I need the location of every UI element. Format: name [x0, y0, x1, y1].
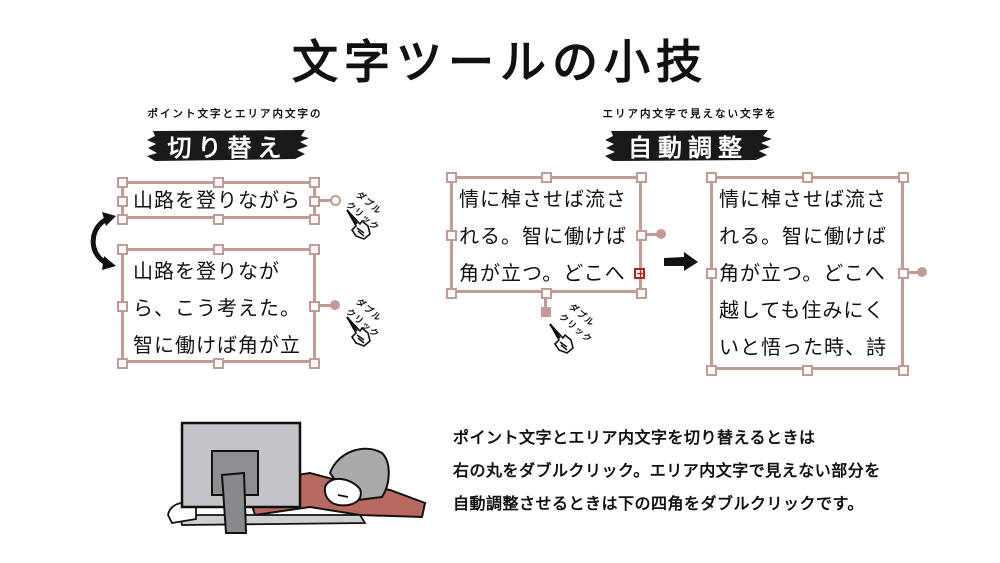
resize-handle[interactable] — [117, 358, 128, 369]
resize-handle[interactable] — [117, 196, 128, 207]
resize-handle[interactable] — [117, 177, 128, 188]
overflow-plus-icon[interactable]: + — [634, 267, 646, 280]
pointing-hand-icon — [346, 316, 371, 347]
resize-handle[interactable] — [309, 358, 320, 369]
pointing-hand-icon — [346, 209, 371, 240]
left-heading: 切り替え — [167, 133, 288, 162]
pointing-hand-icon — [549, 323, 574, 354]
area-text-line: 情に棹させば流さ — [459, 187, 627, 211]
resize-handle[interactable] — [117, 301, 128, 312]
double-click-hint: ダブル クリック — [344, 188, 402, 248]
left-heading-banner: 切り替え — [145, 128, 310, 162]
left-caption: ポイント文字とエリア内文字の — [147, 108, 323, 120]
connector-line — [909, 271, 921, 274]
resize-handle[interactable] — [446, 172, 457, 183]
right-caption: エリア内文字で見えない文字を — [602, 108, 778, 120]
resize-handle[interactable] — [309, 177, 320, 188]
type-toggle-circle-filled[interactable] — [656, 229, 666, 239]
area-text-line: れる。智に働けば — [719, 224, 887, 248]
double-click-hint: ダブル クリック — [549, 300, 615, 360]
resize-handle[interactable] — [309, 244, 320, 255]
point-text-line: 山路を登りながら — [133, 188, 301, 212]
resize-handle[interactable] — [898, 268, 909, 279]
area-text-line: 智に働けば角が立 — [133, 333, 301, 357]
brush-stroke-icon — [605, 130, 772, 161]
right-arrow-icon — [664, 252, 698, 271]
brush-stroke-icon — [147, 130, 309, 161]
area-text-line: 情に棹させば流さ — [719, 187, 887, 211]
resize-handle[interactable] — [213, 358, 224, 369]
resize-handle[interactable] — [213, 177, 224, 188]
connector-line — [320, 304, 332, 307]
area-text-line: ら、こう考えた。 — [133, 296, 301, 320]
resize-handle[interactable] — [117, 244, 128, 255]
double-click-hint: ダブル クリック — [344, 295, 402, 355]
swap-arrow-icon — [90, 212, 116, 270]
resize-handle[interactable] — [706, 365, 717, 376]
connector-line — [647, 233, 659, 236]
connector-line-vertical — [544, 297, 547, 309]
right-heading-banner: 自動調整 — [603, 128, 773, 162]
area-text-line: 角が立つ。どこへ — [459, 261, 626, 285]
resize-handle[interactable] — [706, 268, 717, 279]
resize-handle[interactable] — [446, 230, 457, 241]
right-heading: 自動調整 — [628, 133, 748, 162]
area-text-frame-overflowing[interactable]: 情に棹させば流さ れる。智に働けば 角が立つ。どこへ — [450, 176, 642, 293]
resize-handle[interactable] — [898, 365, 909, 376]
type-toggle-circle-filled[interactable] — [330, 300, 340, 310]
resize-handle[interactable] — [802, 365, 813, 376]
area-text-line: いと悟った時、詩 — [719, 335, 887, 359]
connector-line — [320, 199, 332, 202]
resize-handle[interactable] — [117, 214, 128, 225]
resize-handle[interactable] — [213, 244, 224, 255]
resize-handle[interactable] — [706, 172, 717, 183]
resize-handle[interactable] — [213, 214, 224, 225]
area-text-frame[interactable]: 山路を登りなが ら、こう考えた。 智に働けば角が立 — [121, 248, 316, 363]
tired-person-illustration — [167, 421, 427, 534]
area-text-frame-adjusted[interactable]: 情に棹させば流さ れる。智に働けば 角が立つ。どこへ 越しても住みにく いと悟っ… — [710, 176, 904, 370]
description: ポイント文字とエリア内文字を切り替えるときは 右の丸をダブルクリック。エリア内文… — [453, 421, 881, 520]
type-toggle-circle-hollow[interactable] — [330, 195, 341, 206]
description-line: ポイント文字とエリア内文字を切り替えるときは — [453, 428, 816, 447]
resize-handle[interactable] — [636, 230, 647, 241]
area-text-line: れる。智に働けば — [459, 224, 627, 248]
area-text-line: 角が立つ。どこへ — [719, 261, 886, 285]
resize-handle[interactable] — [802, 172, 813, 183]
type-toggle-circle-filled[interactable] — [917, 267, 927, 277]
area-text-line: 越しても住みにく — [719, 298, 885, 322]
area-text-line: 山路を登りなが — [133, 259, 280, 283]
description-line: 右の丸をダブルクリック。エリア内文字で見えない部分を — [453, 461, 881, 480]
resize-handle[interactable] — [309, 214, 320, 225]
resize-handle[interactable] — [309, 301, 320, 312]
auto-size-square-handle[interactable] — [541, 307, 551, 317]
resize-handle[interactable] — [309, 196, 320, 207]
resize-handle[interactable] — [636, 172, 647, 183]
resize-handle[interactable] — [446, 288, 457, 299]
resize-handle[interactable] — [541, 172, 552, 183]
resize-handle[interactable] — [636, 288, 647, 299]
resize-handle[interactable] — [898, 172, 909, 183]
page-title: 文字ツールの小技 — [292, 35, 708, 89]
description-line: 自動調整させるときは下の四角をダブルクリックです。 — [453, 494, 864, 513]
